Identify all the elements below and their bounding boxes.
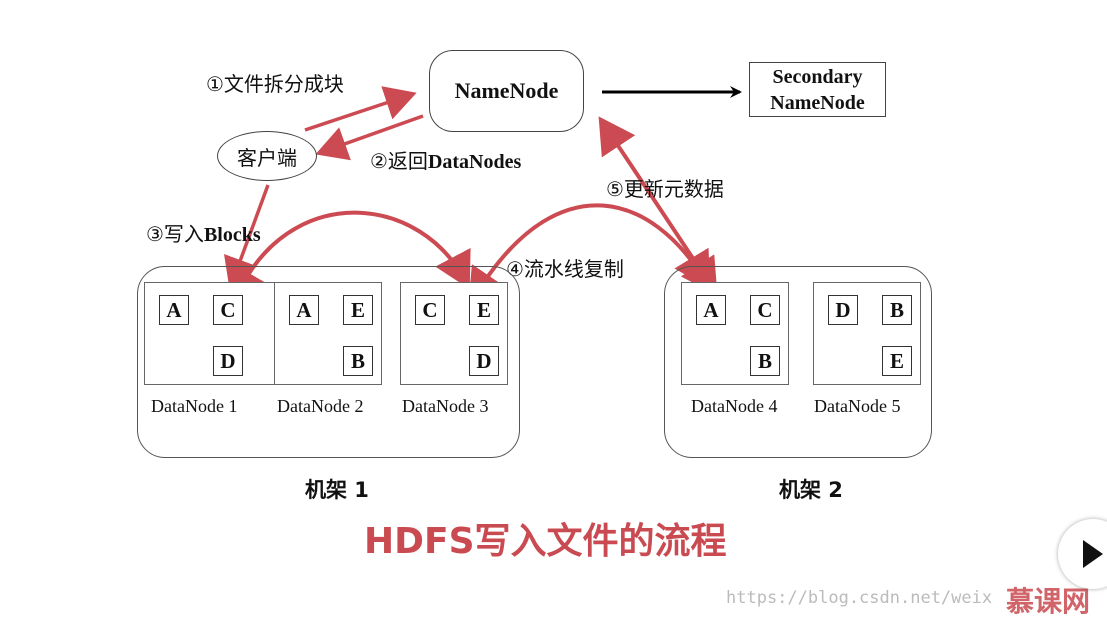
- datanode-2-label: DataNode 2: [277, 396, 364, 416]
- secondary-namenode-box: Secondary NameNode: [749, 62, 886, 117]
- datanode-2: A E B: [274, 282, 382, 385]
- brand-logo: 慕课网: [1006, 585, 1091, 618]
- secondary-line1: Secondary: [772, 66, 863, 88]
- secondary-line2: NameNode: [770, 92, 865, 114]
- step3-label: ③写入Blocks: [146, 218, 261, 247]
- step5-text: ⑤更新元数据: [606, 177, 724, 201]
- step5-label: ⑤更新元数据: [606, 173, 724, 202]
- datanode4-namenode-arrow: [598, 116, 718, 296]
- step3-prefix: ③写入: [146, 222, 204, 246]
- step1-text: ①文件拆分成块: [206, 72, 344, 96]
- block: D: [469, 346, 499, 376]
- step1-label: ①文件拆分成块: [206, 68, 344, 97]
- step3-bold: Blocks: [203, 224, 261, 246]
- block: C: [213, 295, 243, 325]
- watermark-url: https://blog.csdn.net/weix: [726, 588, 993, 608]
- pipeline-dn1-dn3-arrow: [230, 210, 471, 305]
- namenode-to-client-arrow: [315, 114, 424, 161]
- client-to-namenode-arrow: [304, 86, 417, 132]
- rack-1: [137, 266, 520, 458]
- block: B: [882, 295, 912, 325]
- block: E: [343, 295, 373, 325]
- datanode-1-label: DataNode 1: [151, 396, 238, 416]
- rack-2-label: 机架 2: [779, 478, 843, 502]
- block: A: [289, 295, 319, 325]
- datanode-4-label: DataNode 4: [691, 396, 778, 416]
- block: E: [469, 295, 499, 325]
- block: A: [159, 295, 189, 325]
- step2-bold: DataNodes: [427, 151, 522, 173]
- namenode-box: NameNode: [429, 50, 584, 132]
- block: D: [213, 346, 243, 376]
- block: A: [696, 295, 726, 325]
- block: C: [750, 295, 780, 325]
- rack-1-label: 机架 1: [305, 478, 369, 502]
- block: B: [750, 346, 780, 376]
- block: E: [882, 346, 912, 376]
- step2-label: ②返回DataNodes: [370, 145, 521, 174]
- step4-label: ④流水线复制: [506, 253, 624, 282]
- datanode-5: D B E: [813, 282, 921, 385]
- client-label: 客户端: [237, 145, 297, 170]
- datanode-4: A C B: [681, 282, 789, 385]
- step4-text: ④流水线复制: [506, 257, 624, 281]
- datanode-1: A C D: [144, 282, 279, 385]
- step2-prefix: ②返回: [370, 149, 428, 173]
- datanode-3: C E D: [400, 282, 508, 385]
- rack-2: [664, 266, 932, 458]
- play-button[interactable]: [1058, 519, 1107, 589]
- block: B: [343, 346, 373, 376]
- namenode-label: NameNode: [454, 78, 559, 103]
- client-ellipse: 客户端: [217, 131, 317, 181]
- diagram-title: HDFS写入文件的流程: [364, 521, 727, 562]
- datanode-5-label: DataNode 5: [814, 396, 901, 416]
- block: D: [828, 295, 858, 325]
- datanode-3-label: DataNode 3: [402, 396, 489, 416]
- block: C: [415, 295, 445, 325]
